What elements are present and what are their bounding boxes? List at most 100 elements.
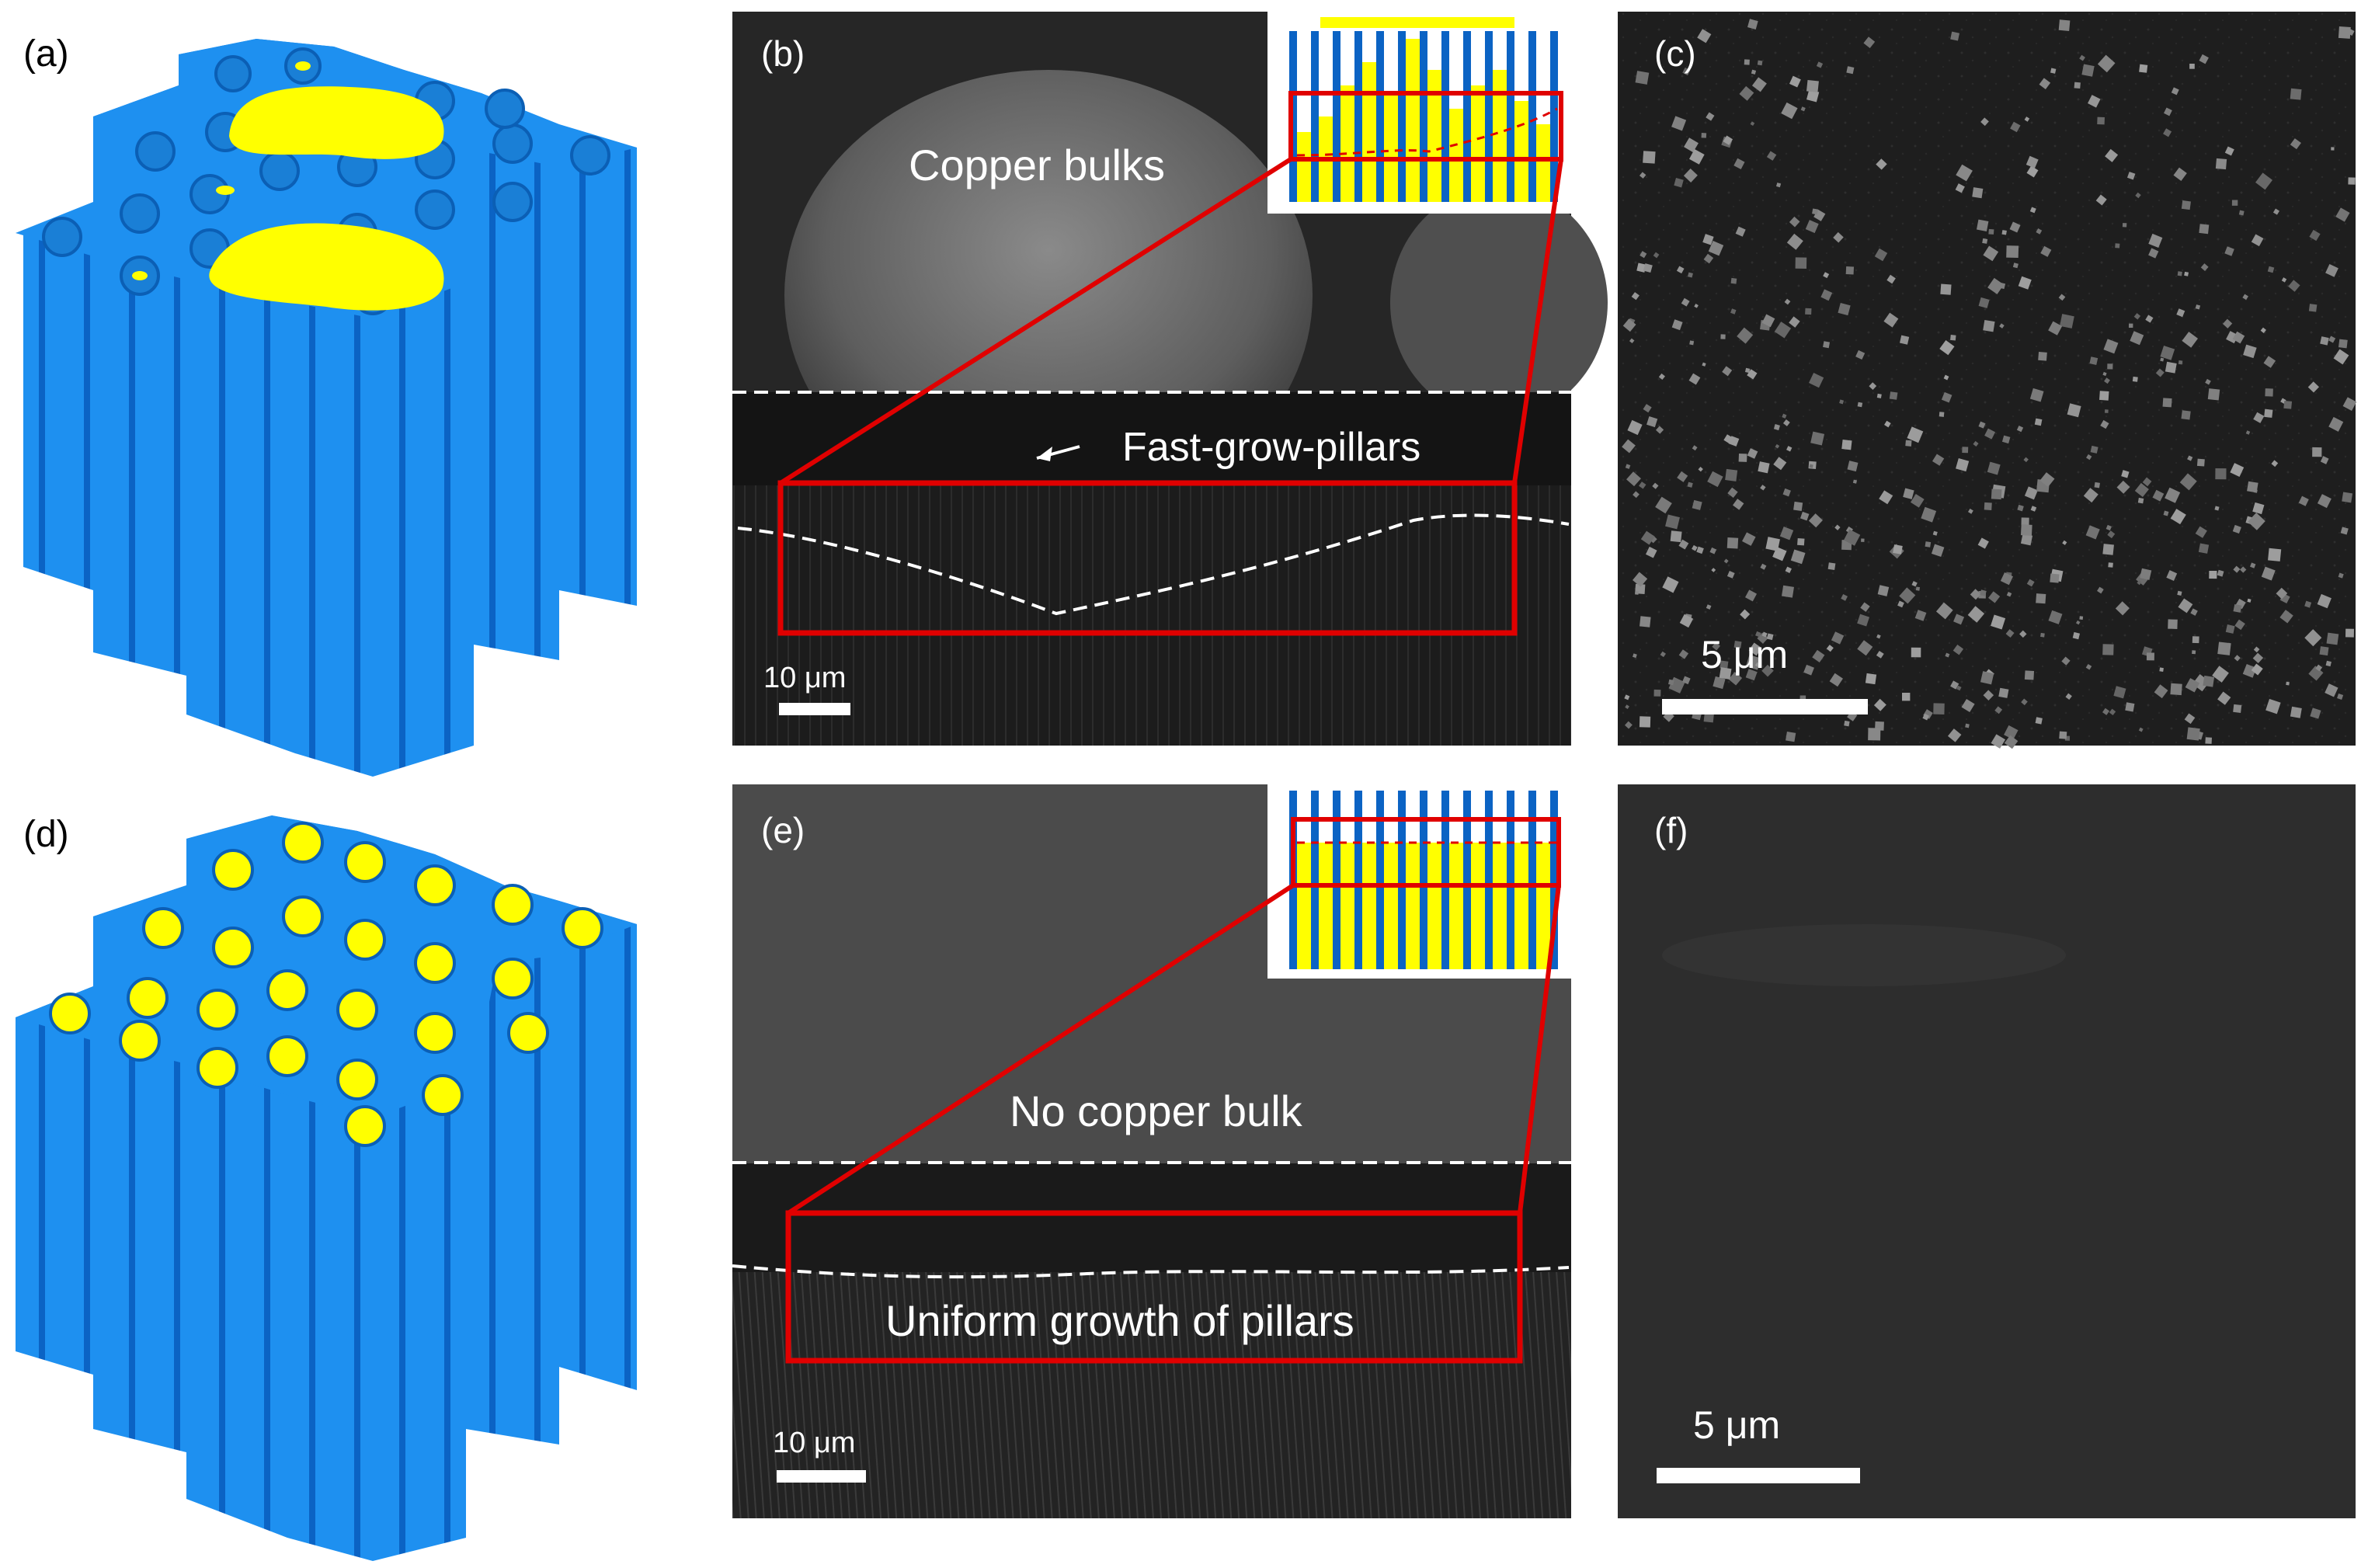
crystal-particle [2062, 540, 2067, 545]
crystal-particle [2163, 510, 2169, 516]
panel-f: (f) 5 μm [1618, 784, 2356, 1518]
scale-label-e: 10 μm [773, 1427, 855, 1459]
crystal-particle [1860, 602, 1870, 612]
crystal-particle [2128, 323, 2133, 329]
zoom-line-e-right [1518, 885, 1561, 1214]
crystal-particle [1633, 572, 1648, 587]
crystal-particle [1676, 266, 1685, 274]
crystal-particle [2079, 616, 2084, 621]
crystal-particle [1652, 482, 1659, 489]
crystal-particle [2099, 391, 2109, 401]
crystal-particle [1723, 135, 1733, 145]
crystal-particle [1899, 587, 1916, 604]
crystal-particle [1708, 240, 1724, 256]
crystal-particle [1925, 541, 1932, 548]
crystal-particle [1889, 391, 1898, 400]
crystal-particle [2105, 148, 2119, 162]
scale-label-b: 10 μm [763, 662, 846, 694]
pillar-block-d-top [16, 815, 637, 1118]
crystal-particle [2342, 397, 2357, 412]
growth-front-e [732, 1264, 1570, 1279]
crystal-particle [2253, 412, 2265, 423]
copper-filled-holes-d [49, 822, 603, 1147]
crystal-particle [1831, 631, 1845, 645]
crystal-particle [2170, 509, 2186, 525]
crystal-particle [2271, 460, 2279, 468]
crystal-particle [1744, 589, 1758, 602]
crystal-particle [2050, 573, 2060, 583]
crystal-particle [1803, 664, 1814, 676]
crystal-particle [1629, 338, 1635, 344]
crystal-particle [2001, 435, 2011, 444]
panel-b-label: (b) [761, 33, 805, 74]
crystal-particle [1952, 645, 1964, 655]
crystal-particle [2335, 207, 2350, 222]
crystal-particle [1939, 339, 1955, 356]
crystal-particle [2203, 675, 2215, 687]
crystal-particle [2315, 664, 2323, 672]
crystal-particle [2338, 339, 2348, 349]
crystal-particle [1978, 421, 1986, 429]
zoom-line-b-left [779, 157, 1292, 485]
crystal-particle [2212, 666, 2229, 683]
crystal-particle [2165, 361, 2177, 374]
crystal-particle [1774, 322, 1792, 339]
crystal-particle [1782, 488, 1791, 497]
crystal-particle [2198, 543, 2210, 554]
crystal-particle [1740, 609, 1751, 620]
crystal-particle [2319, 646, 2329, 656]
crystal-particle [2177, 590, 2182, 596]
crystal-particle [1786, 732, 1796, 742]
crystal-particle [2182, 332, 2199, 348]
crystal-particle [2029, 388, 2044, 402]
crystal-particle [2145, 315, 2154, 323]
panel-e-label: (e) [761, 810, 805, 850]
crystal-particle [1970, 589, 1981, 600]
crystal-particle [1829, 673, 1843, 687]
crystal-particle [1702, 234, 1714, 245]
crystal-particle [2340, 527, 2349, 535]
crystal-particle [1751, 69, 1757, 75]
crystal-particle [2040, 245, 2052, 257]
crystal-particle [2165, 487, 2181, 503]
crystal-particle [2251, 234, 2264, 247]
crystal-particle [1789, 316, 1800, 328]
zoom-box-b [777, 480, 1518, 636]
crystal-particle [2154, 684, 2168, 699]
crystal-particle [2238, 210, 2245, 216]
crystal-particle [1976, 219, 1989, 232]
crystal-particle [2281, 277, 2287, 283]
crystal-particle [1679, 614, 1694, 628]
crystal-particle [1808, 513, 1823, 528]
crystal-particle [2338, 26, 2351, 39]
crystal-particle [1797, 537, 1805, 546]
crystal-particle [2298, 495, 2309, 506]
crystal-particle [1899, 335, 1910, 345]
crystal-particle [1653, 689, 1661, 697]
crystal-particle [1810, 431, 1825, 446]
crystal-particle [1932, 454, 1945, 466]
crystal-particle [1696, 546, 1704, 555]
crystal-particle [2026, 165, 2039, 178]
pillar-holes-a [42, 47, 610, 315]
crystal-particle [1806, 79, 1819, 92]
crystal-particle [1668, 679, 1674, 686]
zoom-line-b-right [1512, 158, 1563, 484]
crystal-particle [1766, 151, 1777, 161]
crystal-particle [1950, 335, 1956, 341]
crystal-particle [2060, 314, 2074, 329]
crystal-particle [1738, 453, 1747, 462]
crystal-particle [1874, 248, 1888, 262]
crystal-particle [1991, 488, 2002, 500]
panel-b: (b) Copper bulks Fast-grow-pillars 10 μm [732, 12, 1608, 746]
crystal-particle [2020, 524, 2032, 536]
crystal-particle [2159, 667, 2164, 673]
crystal-particle [1868, 728, 1881, 741]
crystal-particle [1722, 366, 1733, 377]
crystal-particle [1980, 117, 1989, 127]
crystal-particle [2088, 95, 2101, 108]
crystal-particle [1674, 178, 1684, 188]
crystal-particle [1760, 563, 1767, 570]
crystal-particle [1965, 723, 1970, 728]
crystal-particle [2107, 530, 2116, 539]
